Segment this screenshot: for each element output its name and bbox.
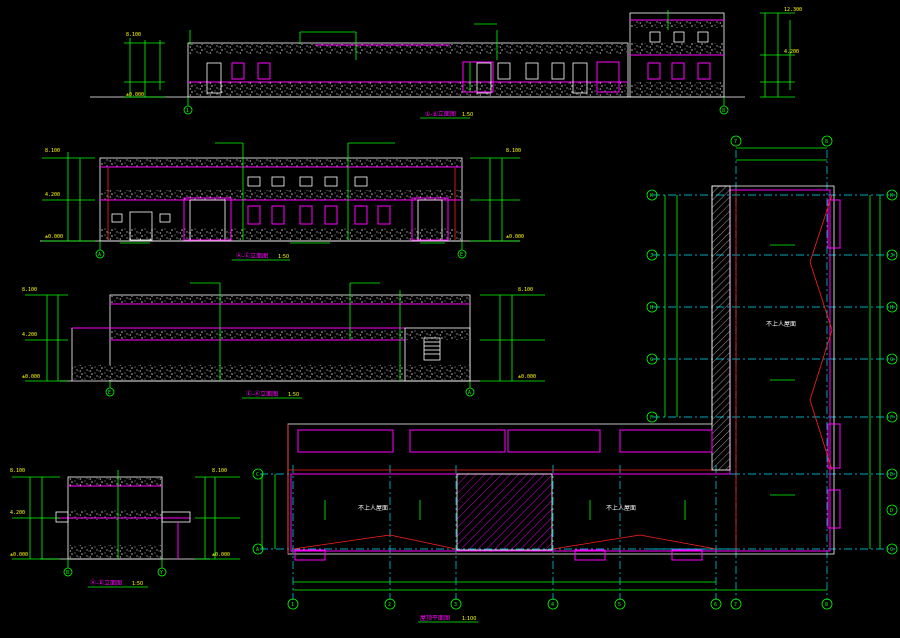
plan-axis-l2: J (650, 253, 653, 259)
elev2-title: Ⓐ-Ⓔ立面图 (236, 252, 268, 260)
elev3-axis-left: E (108, 390, 111, 396)
sect-scale: 1:50 (132, 581, 143, 587)
sect-level-1: 4.200 (10, 510, 25, 516)
elev3-level-0b: 8.100 (518, 287, 533, 293)
plan-axis-b8: 8 (825, 602, 828, 608)
elev3-level-2: ±0.000 (22, 374, 40, 380)
elev2-scale: 1:50 (278, 254, 289, 260)
elev1-scale: 1:50 (462, 112, 473, 118)
elev1-level-0: 12.300 (784, 7, 802, 13)
elevation-a-e: A E 8.100 4.200 ±0.000 8.100 ±0.000 Ⓐ-Ⓔ立… (40, 142, 524, 261)
plan-axis-b5: 5 (618, 602, 621, 608)
plan-axis-t8: 8 (825, 139, 828, 145)
elev2-level-2: ±0.000 (45, 234, 63, 240)
elev2-axis-left: A (98, 252, 101, 258)
elev1-level-2: 4.200 (784, 49, 799, 55)
plan-axis-l5: F (650, 415, 653, 421)
plan-axis-b3: 3 (454, 602, 457, 608)
plan-axis-r1: K (890, 193, 893, 199)
plan-axis-l1: K (650, 193, 653, 199)
elev1-axis-left: 1 (186, 108, 189, 114)
plan-axis-t7: 7 (734, 139, 737, 145)
plan-label-3: 不上人屋面 (766, 320, 796, 328)
elev3-level-2b: ±0.000 (518, 374, 536, 380)
plan-axis-r3: H (890, 305, 893, 311)
elev3-scale: 1:50 (288, 392, 299, 398)
plan-axis-r8: C (890, 547, 893, 553)
plan-axis-ll2: A (256, 547, 259, 553)
plan-axis-b1: 1 (291, 602, 294, 608)
plan-axis-l3: H (650, 305, 653, 311)
sect-level-0b: 8.100 (212, 468, 227, 474)
elev1-title: ①-⑧立面图 (425, 110, 456, 118)
elev2-level-0: 8.100 (45, 148, 60, 154)
sect-axis-left: B (66, 570, 69, 576)
elev2-level-2b: ±0.000 (506, 234, 524, 240)
elev1-axis-right: 8 (722, 108, 725, 114)
sect-level-2: ±0.000 (10, 552, 28, 558)
sect-axis-right: Y (160, 570, 163, 576)
elev3-level-0: 8.100 (22, 287, 37, 293)
elev1-level-3: ±0.000 (126, 92, 144, 98)
plan-axis-r5: F (890, 415, 893, 421)
plan-axis-b6: 6 (714, 602, 717, 608)
plan-axis-b2: 2 (388, 602, 391, 608)
sect-level-0: 8.100 (10, 468, 25, 474)
sect-title: Ⓐ-Ⓑ立面图 (90, 579, 122, 587)
elev2-level-1: 4.200 (45, 192, 60, 198)
plan-axis-r2: J (890, 253, 893, 259)
plan-axis-b4: 4 (551, 602, 554, 608)
plan-axis-r7: D (890, 508, 893, 514)
plan-axis-ll1: C (256, 472, 259, 478)
plan-axis-b7: 7 (734, 602, 737, 608)
elev2-axis-right: E (460, 252, 463, 258)
elev3-level-1: 4.200 (22, 332, 37, 338)
plan-label-1: 不上人屋面 (358, 504, 388, 512)
plan-axis-l4: G (650, 357, 653, 363)
roof-plan: 1 2 3 4 5 6 7 8 7 8 K J H G F E D C K J … (252, 135, 898, 623)
plan-label-2: 不上人屋面 (606, 504, 636, 512)
plan-axis-r4: G (890, 357, 893, 363)
plan-scale: 1:100 (462, 616, 476, 622)
elev3-title: Ⓔ-Ⓐ立面图 (246, 390, 278, 398)
plan-axis-r6: E (890, 472, 893, 478)
elev3-axis-right: A (468, 390, 471, 396)
sect-level-2b: ±0.000 (212, 552, 230, 558)
elev1-level-1: 8.100 (126, 32, 141, 38)
elevation-e-a: E A 8.100 4.200 ±0.000 8.100 ±0.000 Ⓔ-Ⓐ立… (22, 282, 545, 399)
section-elevation: B Y 8.100 4.200 ±0.000 8.100 ±0.000 Ⓐ-Ⓑ立… (10, 468, 240, 588)
plan-title: 屋顶平面图 (420, 615, 450, 622)
elevation-1-8: 1 8 8.100 ±0.000 12.300 4.200 ①-⑧立面图 1:5… (90, 7, 802, 119)
elev2-level-0b: 8.100 (506, 148, 521, 154)
